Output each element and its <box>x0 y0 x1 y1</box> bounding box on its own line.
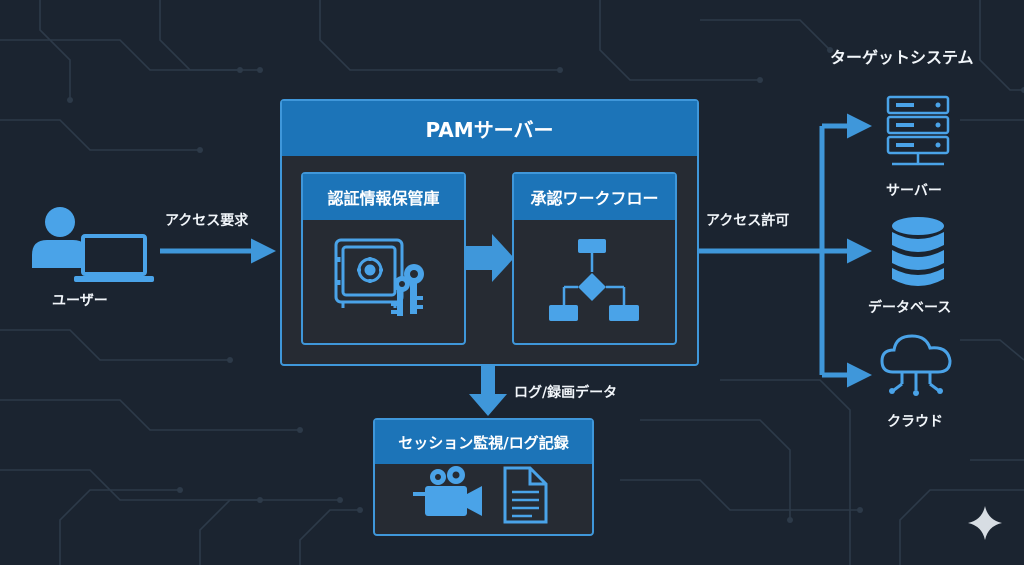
log-data-label: ログ/録画データ <box>514 385 618 401</box>
pam-server-title: PAMサーバー <box>282 101 697 156</box>
approval-workflow-box: 承認ワークフロー <box>512 172 677 345</box>
session-monitoring-box: セッション監視/ログ記録 <box>373 418 594 536</box>
user-icon <box>32 207 88 268</box>
cloud-icon <box>880 334 952 392</box>
database-icon <box>892 217 944 286</box>
circuit-nodes <box>67 47 1024 523</box>
database-label: データベース <box>868 300 952 316</box>
access-grant-connector <box>698 113 872 388</box>
approval-workflow-title: 承認ワークフロー <box>514 174 675 220</box>
user-label: ユーザー <box>52 293 108 309</box>
sparkle-icon <box>968 506 1002 540</box>
server-icon <box>886 95 950 166</box>
credential-vault-title: 認証情報保管庫 <box>303 174 464 220</box>
session-monitoring-title: セッション監視/ログ記録 <box>375 420 592 464</box>
server-label: サーバー <box>886 183 942 199</box>
laptop-icon <box>74 234 154 282</box>
access-grant-label: アクセス許可 <box>706 213 790 229</box>
cloud-nodes <box>889 388 943 396</box>
target-systems-title: ターゲットシステム <box>830 48 974 67</box>
log-flow-arrow <box>469 366 507 416</box>
cloud-label: クラウド <box>887 414 943 430</box>
credential-vault-box: 認証情報保管庫 <box>301 172 466 345</box>
access-request-label: アクセス要求 <box>165 213 249 229</box>
